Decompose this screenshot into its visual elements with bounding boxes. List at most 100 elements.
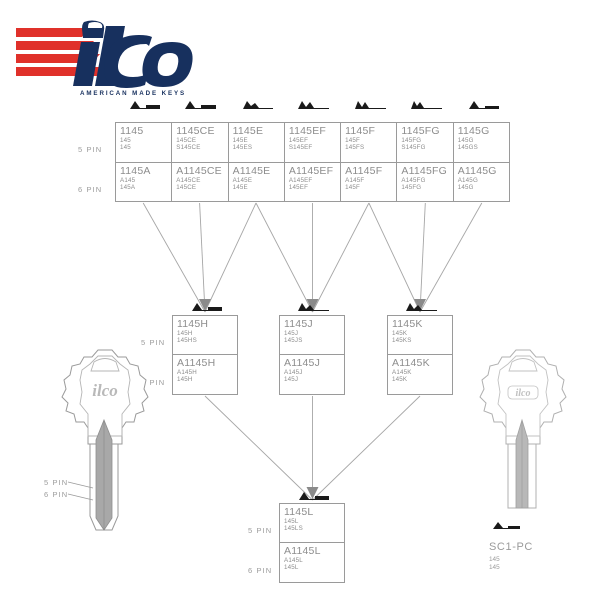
keyway-profile-icon — [403, 303, 437, 311]
key-alt-code: 145J — [284, 330, 299, 337]
key-alt-code: A145H — [177, 369, 197, 376]
table-row: 1145A A145 145A A1145CE A145CE 145CE A11… — [116, 162, 509, 202]
key-alt-code: A145CE — [176, 176, 201, 184]
table-cell[interactable]: A1145CE A145CE 145CE — [172, 162, 229, 201]
table-row-label-6pin: 6 PIN — [78, 185, 103, 194]
node-box-1145h[interactable]: 1145H 145H 145HS A1145H A145H 145H — [172, 315, 238, 395]
key-alt-code: 145 — [120, 137, 131, 144]
key-alt-code: 145FG — [401, 137, 422, 144]
key-code: 1145J — [284, 318, 313, 330]
arrowheads — [199, 299, 426, 499]
key-code: 1145FG — [401, 125, 440, 137]
key-alt-code: A145J — [284, 369, 303, 376]
table-cell[interactable]: 1145 145 145 — [116, 123, 173, 162]
key-alt-code: 145 — [120, 144, 131, 152]
node-cell-5pin: 1145K 145K 145KS — [388, 316, 452, 355]
node-cell-5pin: 1145J 145J 145JS — [280, 316, 344, 355]
table-row-label-5pin: 5 PIN — [78, 145, 103, 154]
node-cell-6pin: A1145K A145K 145K — [388, 355, 452, 394]
keyway-profile-icon — [489, 522, 520, 529]
node-box-1145l[interactable]: 1145L 145L 145LS A1145L A145L 145L — [279, 503, 345, 583]
key-code: A1145G — [457, 164, 497, 177]
table-cell[interactable]: 1145A A145 145A — [116, 162, 173, 201]
key-alt-code: 145A — [120, 183, 136, 191]
key-code: 1145CE — [176, 125, 215, 137]
mid-row-label-5pin: 5 PIN — [141, 338, 166, 347]
key-code: 1145 — [120, 125, 144, 137]
key-alt-code: 145ES — [232, 144, 253, 152]
node-box-1145k[interactable]: 1145K 145K 145KS A1145K A145K 145K — [387, 315, 453, 395]
left-key-label-6pin: 6 PIN — [44, 490, 69, 499]
key-alt-code: S145CE — [176, 144, 201, 152]
key-bow-mark: ilco — [516, 388, 531, 399]
table-cell[interactable]: 1145G 145G 145GS — [454, 123, 509, 162]
key-alt-code: A145K — [392, 369, 412, 376]
key-code: 1145EF — [288, 125, 327, 137]
table-cell[interactable]: 1145EF 145EF S145EF — [285, 123, 342, 162]
key-alt-code: 145EF — [288, 137, 309, 144]
table-cell[interactable]: A1145E A145E 145E — [229, 162, 285, 201]
key-alt-code: A145FG — [401, 176, 426, 184]
key-code: 1145L — [284, 506, 314, 518]
left-key-label-5pin: 5 PIN — [44, 478, 69, 487]
key-alt-code: 145EF — [288, 183, 309, 191]
table-cell[interactable]: 1145E 145E 145ES — [229, 123, 285, 162]
key-alt-code: A145F — [345, 176, 365, 184]
key-code: 1145K — [392, 318, 423, 330]
key-code: A1145K — [392, 357, 430, 369]
logo-tagline: AMERICAN MADE KEYS — [80, 90, 187, 97]
key-alt-code: A145G — [457, 176, 478, 184]
table-cell[interactable]: 1145FG 145FG S145FG — [397, 123, 454, 162]
node-cell-6pin: A1145J A145J 145J — [280, 355, 344, 394]
keyway-profile-icon — [295, 303, 329, 311]
ilco-logo: AMERICAN MADE KEYS — [14, 20, 204, 97]
bottom-row-label-5pin: 5 PIN — [248, 526, 273, 535]
key-alt-code: A145EF — [288, 176, 313, 184]
key-code: 1145G — [457, 125, 490, 137]
keyway-profile-icon — [126, 101, 160, 109]
node-cell-5pin: 1145L 145L 145LS — [280, 504, 344, 543]
key-alt-code: A145E — [232, 176, 253, 184]
table-cell[interactable]: A1145FG A145FG 145FG — [397, 162, 454, 201]
key-alt-code: 145 — [489, 563, 500, 571]
key-code: 1145H — [177, 318, 209, 330]
table-row: 1145 145 145 1145CE 145CE S145CE 1145E 1… — [116, 123, 509, 163]
key-alt-code: 145CE — [176, 183, 197, 191]
table-cell[interactable]: A1145G A145G 145G — [454, 163, 509, 202]
logo-wordmark — [73, 20, 193, 88]
cross-reference-table: 1145 145 145 1145CE 145CE S145CE 1145E 1… — [115, 122, 510, 202]
mid-row-label-6pin: 6 PIN — [141, 378, 166, 387]
table-cell[interactable]: 1145CE 145CE S145CE — [172, 123, 229, 162]
table-cell[interactable]: A1145EF A145EF 145EF — [285, 162, 342, 201]
ilco-logo-svg — [16, 20, 193, 88]
key-alt-code: 145E — [232, 137, 248, 144]
key-alt-code: 145F — [345, 137, 361, 144]
table-cell[interactable]: 1145F 145F 145FS — [341, 123, 398, 162]
bottom-row-label-6pin: 6 PIN — [248, 566, 273, 575]
key-code: 1145A — [120, 164, 151, 177]
key-code: A1145EF — [288, 164, 334, 177]
keyway-profile-icon — [295, 101, 329, 109]
node-box-1145j[interactable]: 1145J 145J 145JS A1145J A145J 145J — [279, 315, 345, 395]
key-alt-code: S145FG — [401, 144, 426, 152]
keyway-profile-icon — [239, 101, 273, 109]
key-code: A1145J — [284, 357, 321, 369]
key-alt-code: A145 — [120, 176, 136, 184]
key-alt-code: 145FS — [345, 144, 365, 152]
key-alt-code: A145L — [284, 557, 303, 564]
key-code: A1145CE — [176, 164, 222, 177]
key-alt-code: 145FG — [401, 183, 422, 191]
key-code: A1145H — [177, 357, 216, 369]
key-code: 1145E — [232, 125, 264, 137]
keyway-profile-icon — [352, 101, 386, 109]
table-cell[interactable]: A1145F A145F 145F — [341, 162, 398, 201]
key-alt-code: 145JS — [284, 337, 303, 345]
key-alt-code: 145LS — [284, 525, 303, 533]
key-alt-code: 145K — [392, 330, 408, 337]
key-alt-code: 145H — [177, 376, 193, 384]
key-code: A1145F — [345, 164, 383, 177]
key-alt-code: S145EF — [288, 144, 313, 152]
